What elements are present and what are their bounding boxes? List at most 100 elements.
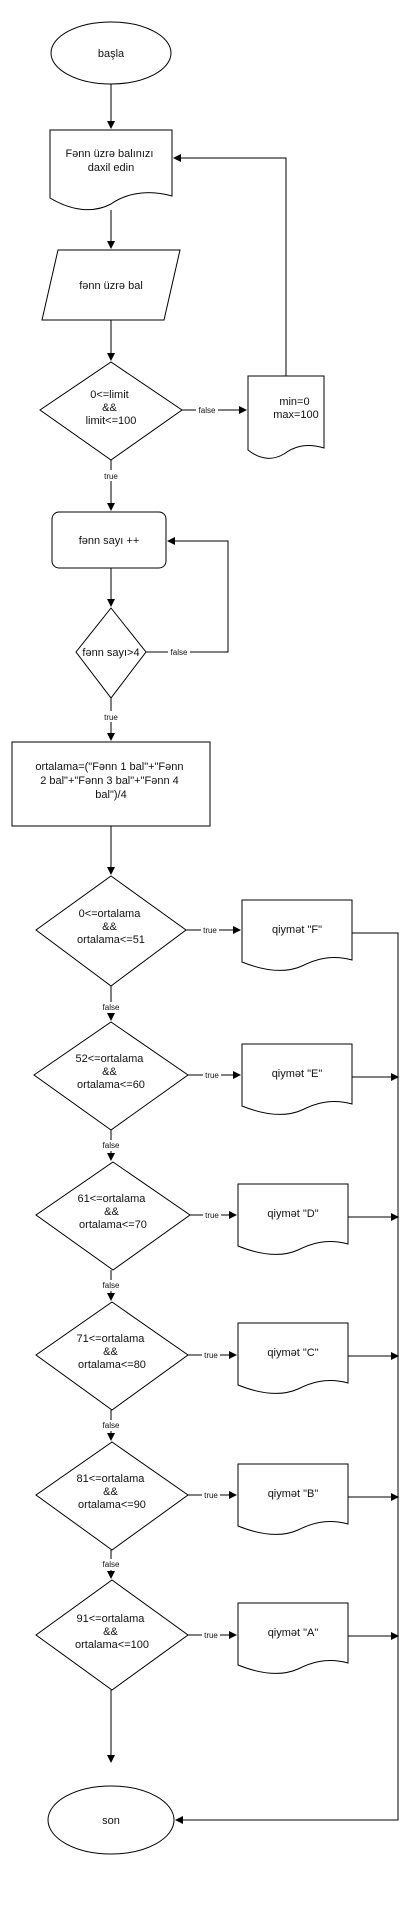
grade-check-d-diamond — [35, 1161, 191, 1271]
grade-check-e-line-2: && — [102, 1066, 117, 1078]
true-label-bg-a — [202, 1630, 220, 1641]
grade-f-true-label: true — [203, 926, 217, 935]
true-label-bg-2 — [102, 711, 120, 722]
grade-check-c-line-2: && — [103, 1346, 118, 1358]
grade-c-true-label: true — [204, 1351, 218, 1360]
grade-d-true-label: true — [205, 1211, 219, 1220]
prompt-document — [49, 129, 173, 211]
prompt-line-2: daxil edin — [88, 162, 134, 174]
false-label-bg-e — [100, 1140, 122, 1151]
grade-check-a-line-1: 91<=ortalama — [77, 1613, 146, 1625]
average-label: ortalama=("Fənn 1 bal"+"Fənn 2 bal"+"Fən… — [35, 761, 186, 801]
edge-gradeF-to-bus — [175, 932, 399, 1824]
average-line-3: bal")/4 — [95, 789, 126, 801]
grade-output-a-document — [237, 1602, 349, 1674]
grade-check-b-line-1: 81<=ortalama — [77, 1473, 146, 1485]
end-terminal — [47, 1785, 175, 1855]
limit-note-line-1: min=0 — [279, 396, 309, 408]
grade-check-d-line-1: 61<=ortalama — [78, 1193, 147, 1205]
grade-b-true-label: true — [204, 1491, 218, 1500]
false-label-bg-f — [100, 1002, 122, 1013]
grade-check-f-line-2: && — [102, 921, 117, 933]
grade-output-f-document — [241, 899, 353, 971]
grade-output-a-label: qiymət "A" — [268, 1627, 319, 1639]
grade-a-true-label: true — [204, 1631, 218, 1640]
limit-check-label: 0<=limit && limit<=100 — [86, 389, 137, 427]
grade-check-f-line-3: ortalama<=51 — [77, 934, 145, 946]
end-label: son — [102, 1815, 120, 1827]
false-label-bg-1 — [196, 404, 218, 415]
grade-check-b-line-3: ortalama<=90 — [78, 1499, 146, 1511]
grade-check-c-label: 71<=ortalama && ortalama<=80 — [77, 1333, 148, 1371]
grade-e-false-label: false — [103, 1141, 120, 1150]
grade-c-false-label: false — [103, 1421, 120, 1430]
grade-output-b-document — [237, 1463, 349, 1535]
grade-output-f-label: qiymət "F" — [272, 924, 322, 936]
limit-note-label: min=0 max=100 — [273, 396, 319, 421]
grade-e-true-label: true — [205, 1071, 219, 1080]
average-process — [11, 741, 211, 827]
grade-b-false-label: false — [103, 1560, 120, 1569]
grade-check-a-label: 91<=ortalama && ortalama<=100 — [75, 1613, 149, 1651]
grade-f-false-label: false — [103, 1003, 120, 1012]
limit-false-label: false — [199, 406, 216, 415]
grade-check-d-line-3: ortalama<=70 — [79, 1219, 147, 1231]
limit-check-diamond — [39, 361, 183, 461]
count-check-label: fənn sayı>4 — [82, 647, 139, 659]
nodes: başla Fənn üzrə balınızı daxil edin fənn… — [11, 21, 353, 1855]
grade-check-c-line-1: 71<=ortalama — [77, 1333, 146, 1345]
count-check-diamond — [75, 607, 147, 699]
count-false-label: false — [171, 648, 188, 657]
false-label-bg-d — [100, 1280, 122, 1291]
false-label-bg-c — [100, 1420, 122, 1431]
grade-check-b-label: 81<=ortalama && ortalama<=90 — [77, 1473, 148, 1511]
grade-check-f-line-1: 0<=ortalama — [79, 908, 142, 920]
grade-check-a-diamond — [35, 1579, 189, 1691]
grade-check-a-line-3: ortalama<=100 — [75, 1639, 149, 1651]
grade-check-d-label: 61<=ortalama && ortalama<=70 — [78, 1193, 149, 1231]
true-label-bg-b — [202, 1490, 220, 1501]
prompt-line-1: Fənn üzrə balınızı — [65, 148, 153, 160]
grade-check-b-line-2: && — [103, 1486, 118, 1498]
limit-check-line-1: 0<=limit — [90, 389, 129, 401]
false-label-bg-2 — [168, 646, 190, 657]
score-input-parallelogram — [41, 249, 181, 321]
grade-output-d-document — [237, 1183, 349, 1255]
grade-d-false-label: false — [103, 1281, 120, 1290]
limit-note-line-2: max=100 — [273, 409, 319, 421]
grade-check-e-label: 52<=ortalama && ortalama<=60 — [76, 1053, 147, 1091]
grade-check-f-diamond — [35, 875, 187, 987]
limit-check-line-2: && — [102, 402, 117, 414]
true-label-bg-1 — [102, 470, 120, 481]
grade-output-c-document — [237, 1322, 349, 1394]
start-label: başla — [98, 48, 125, 60]
grade-check-e-line-3: ortalama<=60 — [77, 1079, 145, 1091]
grade-check-e-line-1: 52<=ortalama — [76, 1053, 145, 1065]
grade-check-d-line-2: && — [104, 1206, 119, 1218]
grade-output-b-label: qiymət "B" — [268, 1488, 319, 1500]
grade-check-c-diamond — [35, 1301, 189, 1411]
grade-output-c-label: qiymət "C" — [267, 1347, 318, 1359]
grade-check-a-line-2: && — [103, 1626, 118, 1638]
true-label-bg-e — [203, 1070, 221, 1081]
edge-labels: false true false true true false true fa… — [100, 404, 221, 1641]
average-line-2: 2 bal"+"Fənn 3 bal"+"Fənn 4 — [40, 775, 179, 787]
edge-limitnote-back — [173, 154, 287, 376]
grade-check-b-diamond — [35, 1441, 189, 1551]
start-terminal — [50, 21, 172, 85]
true-label-bg-c — [202, 1350, 220, 1361]
grade-check-c-line-3: ortalama<=80 — [78, 1359, 146, 1371]
prompt-label: Fənn üzrə balınızı daxil edin — [65, 148, 156, 174]
subject-counter-label: fənn sayı ++ — [79, 535, 140, 547]
limit-note-document — [247, 375, 325, 459]
limit-check-line-3: limit<=100 — [86, 415, 137, 427]
grade-check-e-diamond — [33, 1021, 189, 1131]
grade-output-e-document — [241, 1043, 353, 1115]
grade-check-f-label: 0<=ortalama && ortalama<=51 — [77, 908, 145, 946]
average-line-1: ortalama=("Fənn 1 bal"+"Fənn — [35, 761, 183, 773]
grade-output-e-label: qiymət "E" — [272, 1068, 323, 1080]
false-label-bg-b — [100, 1559, 122, 1570]
count-true-label: true — [104, 713, 118, 722]
limit-true-label: true — [104, 472, 118, 481]
